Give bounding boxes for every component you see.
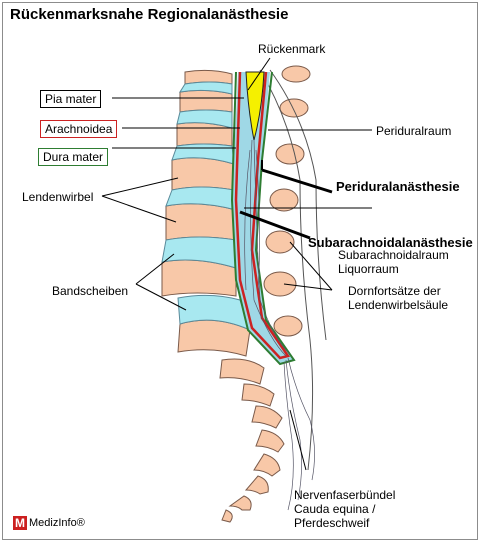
subarachnoidal-needle (239, 210, 311, 240)
label-nervenfaser: Nervenfaserbündel Cauda equina / Pferdes… (294, 488, 396, 530)
spinous-processes (263, 65, 311, 337)
vertebral-bodies (161, 69, 285, 523)
label-dura-mater: Dura mater (38, 148, 109, 166)
label-arachnoidea: Arachnoidea (40, 120, 118, 138)
leader-lines (101, 57, 372, 471)
arachnoid-line (234, 71, 291, 360)
spinal-cord (245, 71, 265, 141)
csf-space (232, 72, 294, 364)
label-rueckenmark: Rückenmark (258, 42, 326, 56)
cauda-equina (244, 139, 315, 511)
label-periduralraum: Periduralraum (376, 124, 452, 138)
intervertebral-discs (161, 81, 251, 331)
label-subarachnoidalanaesthesie: Subarachnoidalanästhesie (308, 235, 473, 250)
label-bandscheiben: Bandscheiben (52, 284, 129, 298)
peridural-needle (261, 168, 333, 194)
label-periduralanaesthesie: Periduralanästhesie (336, 179, 460, 194)
label-lendenwirbel: Lendenwirbel (22, 190, 94, 204)
logo-mark: M (13, 516, 27, 530)
label-pia-mater: Pia mater (40, 90, 102, 108)
diagram-frame (2, 2, 478, 540)
logo-text: MedizInfo® (29, 517, 85, 529)
label-dornfortsaetze: Dornfortsätze der Lendenwirbelsäule (348, 284, 449, 312)
diagram-title: Rückenmarksnahe Regionalanästhesie (10, 6, 289, 23)
medizinfo-logo: M MedizInfo® (13, 516, 85, 530)
label-subarachnoidalraum: Subarachnoidalraum Liquorraum (338, 248, 449, 276)
